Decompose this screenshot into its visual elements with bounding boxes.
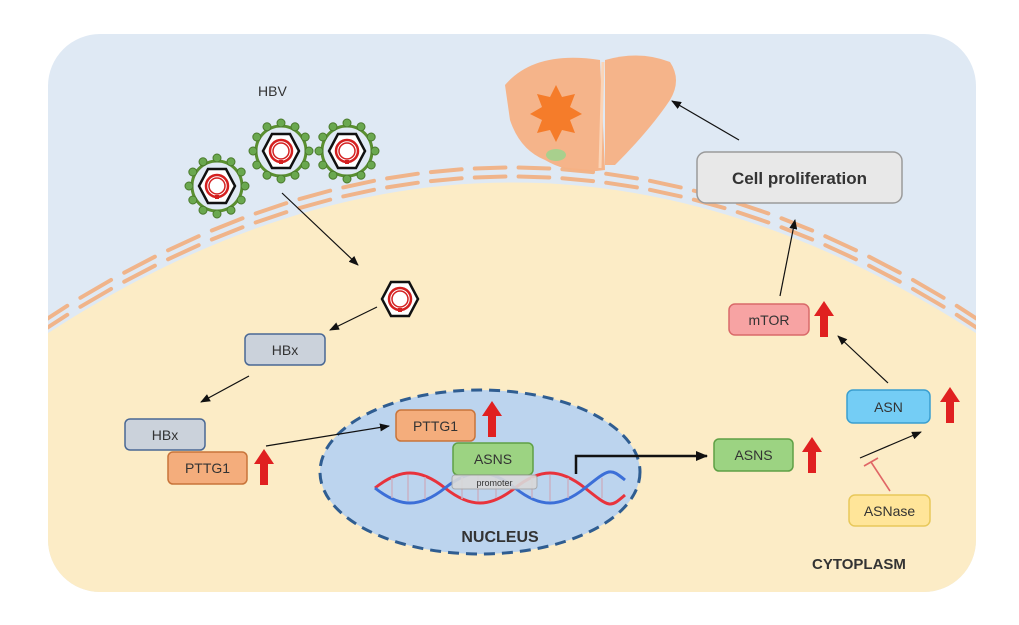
mtor-to-proliferation-arrow [779, 219, 798, 297]
proliferation-to-liver-arrow [671, 100, 740, 141]
membrane-segment [48, 303, 70, 328]
membrane-segment [78, 286, 114, 309]
membrane-segment [604, 171, 639, 181]
membrane-segment [166, 234, 201, 253]
membrane-segment [735, 210, 771, 225]
membrane-segment [341, 187, 376, 199]
membrane-segment [385, 180, 420, 190]
pttg1-cytoplasm-label: PTTG1 [185, 460, 230, 476]
membrane-segment [472, 174, 508, 180]
membrane-segment [48, 312, 70, 337]
pttg1-import-arrow [265, 423, 390, 447]
hbx-label: HBx [272, 342, 298, 358]
membrane-segment [648, 178, 683, 190]
membrane-segment [560, 176, 596, 184]
asn-label: ASN [874, 399, 903, 415]
hbv-label: HBV [258, 83, 287, 99]
asn-box: ASN [846, 389, 931, 424]
membrane-segment [341, 178, 376, 190]
membrane-segment [867, 254, 902, 275]
hbv-capsid-icon [380, 280, 420, 318]
cell-membrane [48, 165, 976, 337]
membrane-segment [428, 167, 464, 175]
tumor-icon [530, 85, 582, 142]
pttg1-nucleus-box: PTTG1 [395, 409, 476, 442]
membrane-segment [954, 312, 976, 337]
membrane-segment [253, 210, 289, 225]
membrane-segment [297, 197, 333, 211]
membrane-segment [385, 171, 420, 181]
membrane-segment [691, 197, 727, 211]
membrane-segment [823, 234, 858, 253]
asns-cytoplasm-label: ASNS [734, 447, 772, 463]
membrane-segment [78, 277, 114, 300]
promoter-label: promoter [476, 478, 512, 488]
membrane-segment [209, 216, 245, 233]
nucleus-label: NUCLEUS [461, 529, 539, 546]
cytoplasm-label: CYTOPLASM [812, 556, 906, 573]
pttg1-nucleus-label: PTTG1 [413, 418, 458, 434]
hbx-to-complex-arrow [200, 375, 250, 403]
hbx-box: HBx [244, 333, 326, 366]
asns-cytoplasm-box: ASNS [713, 438, 794, 472]
capsid-to-hbx-arrow [329, 306, 378, 331]
membrane-segment [209, 225, 245, 242]
mtor-box: mTOR [728, 303, 810, 336]
cell-proliferation-label: Cell proliferation [732, 169, 867, 188]
asns-nucleus-box: ASNS [452, 442, 534, 476]
membrane-segment [910, 286, 946, 309]
entry-arrow [281, 192, 359, 266]
membrane-segment [779, 225, 815, 242]
membrane-segment [472, 165, 508, 171]
asnase-box: ASNase [848, 494, 931, 527]
transcription-arrow [574, 451, 708, 474]
hbx-complex-box: HBx [124, 418, 206, 451]
membrane-segment [166, 243, 201, 262]
membrane-segment [428, 176, 464, 184]
asns-to-asn-arrow [859, 431, 922, 459]
pttg1-cytoplasm-box: PTTG1 [167, 451, 248, 485]
hbx-complex-label: HBx [152, 427, 178, 443]
cell-proliferation-box: Cell proliferation [696, 151, 903, 204]
asns-nucleus-label: ASNS [474, 451, 512, 467]
membrane-segment [122, 254, 157, 275]
membrane-segment [604, 180, 639, 190]
membrane-segment [910, 277, 946, 300]
membrane-segment [516, 174, 552, 180]
promoter-box: promoter [451, 474, 538, 490]
membrane-segment [823, 243, 858, 262]
membrane-segment [648, 187, 683, 199]
membrane-segment [122, 263, 157, 284]
liver-tumor-icon [505, 55, 676, 172]
membrane-segment [867, 263, 902, 284]
membrane-segment [297, 188, 333, 202]
inhibition-arrow [863, 457, 891, 492]
asnase-label: ASNase [864, 503, 916, 519]
pathway-arrows [200, 100, 922, 459]
membrane-segment [735, 201, 771, 216]
membrane-segment [253, 201, 289, 216]
mtor-label: mTOR [749, 312, 790, 328]
membrane-segment [516, 165, 552, 171]
asn-to-mtor-arrow [837, 335, 889, 384]
membrane-segment [954, 303, 976, 328]
